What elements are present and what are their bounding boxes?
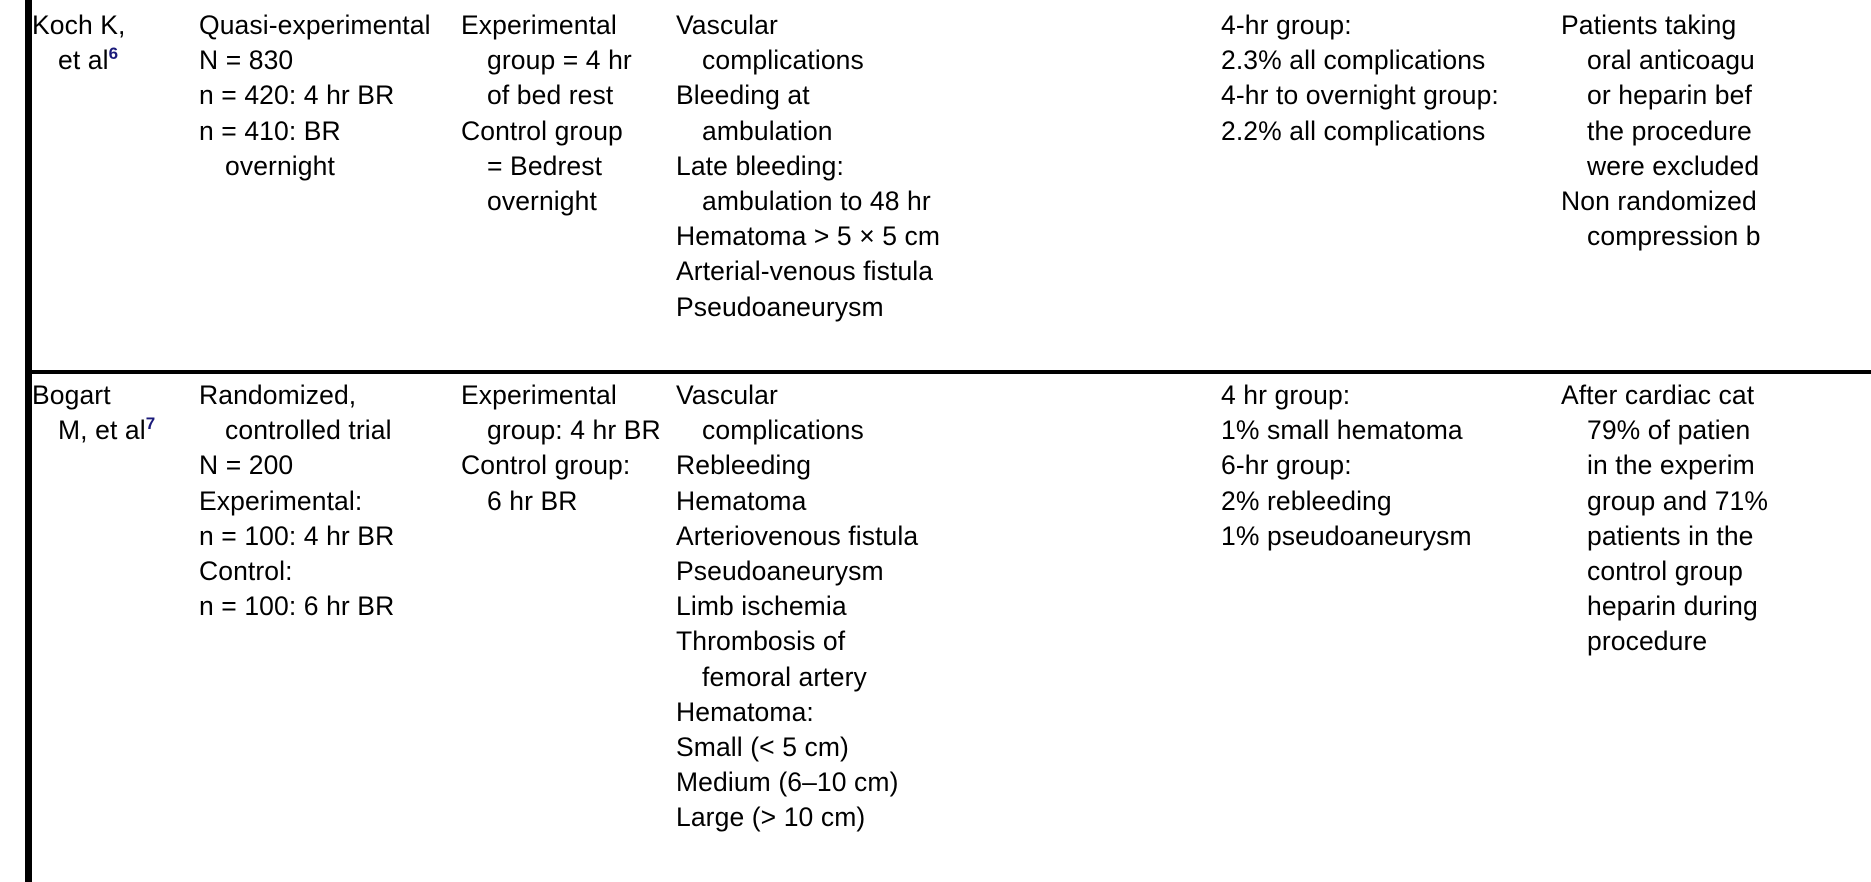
- result-line: 1% pseudoaneurysm: [1221, 520, 1472, 551]
- cell-intervention: Experimental group = 4 hr of bed rest Co…: [461, 8, 676, 219]
- study-author-line-2: M, et al7: [32, 413, 199, 448]
- comment-line: Patients taking: [1561, 10, 1737, 40]
- design-line: Quasi-experimental: [199, 10, 431, 40]
- table-left-rule: [25, 0, 32, 882]
- intervention-line: Experimental: [461, 380, 617, 410]
- row-divider-rule: [32, 370, 1871, 374]
- cell-comments: After cardiac cat 79% of patien in the e…: [1561, 378, 1871, 660]
- outcome-line: Late bleeding:: [676, 150, 844, 181]
- design-line: n = 100: 6 hr BR: [199, 591, 395, 622]
- intervention-line: Experimental: [461, 10, 617, 40]
- intervention-line: overnight: [487, 186, 597, 217]
- result-line: 4 hr group:: [1221, 380, 1351, 410]
- study-author-line-2-text: M, et al: [58, 415, 146, 446]
- cell-results: 4 hr group: 1% small hematoma 6-hr group…: [1221, 378, 1561, 554]
- outcome-line: Small (< 5 cm): [676, 732, 849, 763]
- intervention-line: group: 4 hr BR: [487, 415, 661, 446]
- comment-line: patients in the: [1587, 520, 1754, 551]
- comment-line: compression b: [1587, 221, 1761, 252]
- outcome-line: Hematoma > 5 × 5 cm: [676, 221, 941, 252]
- outcome-line: Medium (6–10 cm): [676, 767, 899, 798]
- outcome-line: ambulation: [702, 115, 833, 146]
- result-line: 4-hr group:: [1221, 10, 1352, 40]
- study-author-line-1: Koch K,: [32, 10, 126, 40]
- outcome-line: complications: [702, 45, 864, 76]
- table-body: Koch K, et al6 Quasi-experimental N = 83…: [32, 0, 1871, 882]
- study-reference-superscript: 6: [108, 44, 119, 64]
- outcome-line: Arteriovenous fistula: [676, 520, 919, 551]
- comment-line: oral anticoagu: [1587, 45, 1755, 76]
- comment-line: control group: [1587, 556, 1743, 587]
- outcome-line: complications: [702, 415, 864, 446]
- outcome-line: ambulation to 48 hr: [702, 186, 931, 217]
- comment-line: in the experim: [1587, 450, 1755, 481]
- outcome-line: Thrombosis of: [676, 626, 846, 657]
- cell-intervention: Experimental group: 4 hr BR Control grou…: [461, 378, 676, 519]
- result-line: 2.3% all complications: [1221, 45, 1486, 76]
- intervention-line: = Bedrest: [487, 150, 603, 181]
- design-line: Control:: [199, 556, 293, 587]
- outcome-line: Limb ischemia: [676, 591, 847, 622]
- design-line: Experimental:: [199, 485, 363, 516]
- study-author-line-2-text: et al: [58, 45, 109, 76]
- cell-outcomes: Vascular complications Bleeding at ambul…: [676, 8, 1221, 325]
- study-reference-superscript: 7: [145, 414, 156, 434]
- comment-line: 79% of patien: [1587, 415, 1751, 446]
- study-author-line-1: Bogart: [32, 380, 111, 410]
- cell-outcomes: Vascular complications Rebleeding Hemato…: [676, 378, 1221, 836]
- design-line: N = 200: [199, 450, 294, 481]
- comment-line: heparin during: [1587, 591, 1758, 622]
- comment-line: group and 71%: [1587, 485, 1769, 516]
- intervention-line: Control group: [461, 115, 623, 146]
- result-line: 2.2% all complications: [1221, 115, 1486, 146]
- outcome-line: Vascular: [676, 380, 778, 410]
- comment-line: or heparin bef: [1587, 80, 1752, 111]
- intervention-line: Control group:: [461, 450, 631, 481]
- outcome-line: Vascular: [676, 10, 778, 40]
- intervention-line: 6 hr BR: [487, 485, 578, 516]
- outcome-line: Hematoma:: [676, 696, 814, 727]
- comment-line: Non randomized: [1561, 186, 1757, 217]
- design-line: n = 100: 4 hr BR: [199, 520, 395, 551]
- intervention-line: group = 4 hr: [487, 45, 632, 76]
- cell-comments: Patients taking oral anticoagu or hepari…: [1561, 8, 1871, 254]
- result-line: 6-hr group:: [1221, 450, 1352, 481]
- cell-design: Quasi-experimental N = 830 n = 420: 4 hr…: [199, 8, 461, 184]
- outcome-line: Pseudoaneurysm: [676, 291, 884, 322]
- result-line: 4-hr to overnight group:: [1221, 80, 1499, 111]
- outcome-line: Pseudoaneurysm: [676, 556, 884, 587]
- comment-line: After cardiac cat: [1561, 380, 1755, 410]
- outcome-line: Arterial-venous fistula: [676, 256, 934, 287]
- result-line: 2% rebleeding: [1221, 485, 1392, 516]
- design-line: n = 420: 4 hr BR: [199, 80, 395, 111]
- result-line: 1% small hematoma: [1221, 415, 1463, 446]
- table-row: Bogart M, et al7 Randomized, controlled …: [32, 378, 1871, 836]
- outcome-line: Large (> 10 cm): [676, 802, 866, 833]
- comment-line: were excluded: [1587, 150, 1760, 181]
- cell-study-reference: Koch K, et al6: [32, 8, 199, 78]
- design-line: Randomized,: [199, 380, 357, 410]
- cell-design: Randomized, controlled trial N = 200 Exp…: [199, 378, 461, 624]
- intervention-line: of bed rest: [487, 80, 614, 111]
- outcome-line: femoral artery: [702, 661, 867, 692]
- outcome-line: Rebleeding: [676, 450, 812, 481]
- table-row: Koch K, et al6 Quasi-experimental N = 83…: [32, 8, 1871, 325]
- outcome-line: Hematoma: [676, 485, 807, 516]
- outcome-line: Bleeding at: [676, 80, 810, 111]
- design-line: controlled trial: [225, 415, 392, 446]
- comment-line: procedure: [1587, 626, 1708, 657]
- cell-study-reference: Bogart M, et al7: [32, 378, 199, 448]
- design-line: N = 830: [199, 45, 294, 76]
- study-author-line-2: et al6: [32, 43, 199, 78]
- comment-line: the procedure: [1587, 115, 1752, 146]
- design-line: n = 410: BR: [199, 115, 341, 146]
- cell-results: 4-hr group: 2.3% all complications 4-hr …: [1221, 8, 1561, 149]
- design-line: overnight: [225, 150, 335, 181]
